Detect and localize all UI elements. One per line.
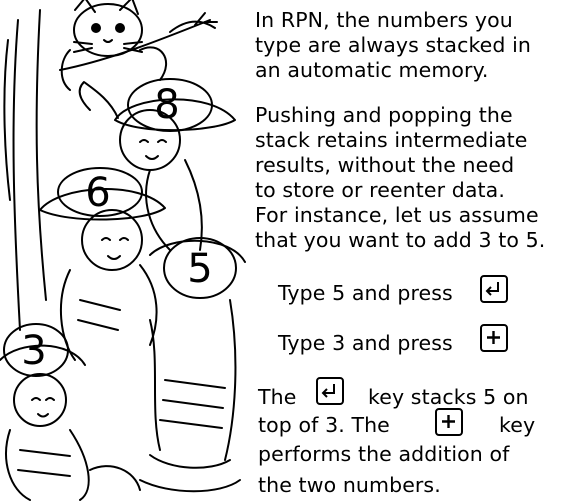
tree-trunk	[12, 9, 47, 331]
explanation-line3: performs the addition of	[258, 442, 510, 466]
plus-key-icon	[435, 408, 463, 436]
firefighter-3	[0, 323, 141, 501]
stack-line: results, without the need	[255, 153, 515, 177]
enter-key-icon	[316, 377, 344, 405]
firefighter-5	[139, 237, 246, 493]
tree-branch	[59, 19, 216, 71]
explanation-line2-start: top of 3. The	[258, 413, 390, 437]
plus-key-icon	[480, 324, 508, 352]
explanation-line2-end: key	[499, 413, 536, 437]
helmet-number-8: 8	[154, 82, 179, 128]
helmet-number-6: 6	[85, 170, 110, 216]
stack-line: to store or reenter data.	[255, 178, 505, 202]
step-type-5: Type 5 and press	[278, 281, 453, 305]
stack-line: Pushing and popping the	[255, 103, 513, 127]
explanation-line4: the two numbers.	[258, 473, 441, 497]
intro-line: an automatic memory.	[255, 58, 489, 82]
firefighters-illustration: 8 6 5 3	[0, 0, 246, 501]
explanation-line1-rest: key stacks 5 on	[368, 385, 529, 409]
helmet-number-5: 5	[187, 246, 212, 292]
step-type-3: Type 3 and press	[278, 331, 453, 355]
stack-line: For instance, let us assume	[255, 203, 539, 227]
stack-line: that you want to add 3 to 5.	[255, 228, 546, 252]
cat-figure	[60, 0, 167, 91]
enter-key-icon	[480, 275, 508, 303]
intro-line: type are always stacked in	[255, 33, 532, 57]
intro-line: In RPN, the numbers you	[255, 8, 513, 32]
explanation-word-the: The	[258, 385, 297, 409]
helmet-number-3: 3	[21, 328, 46, 374]
stack-line: stack retains intermediate	[255, 128, 528, 152]
